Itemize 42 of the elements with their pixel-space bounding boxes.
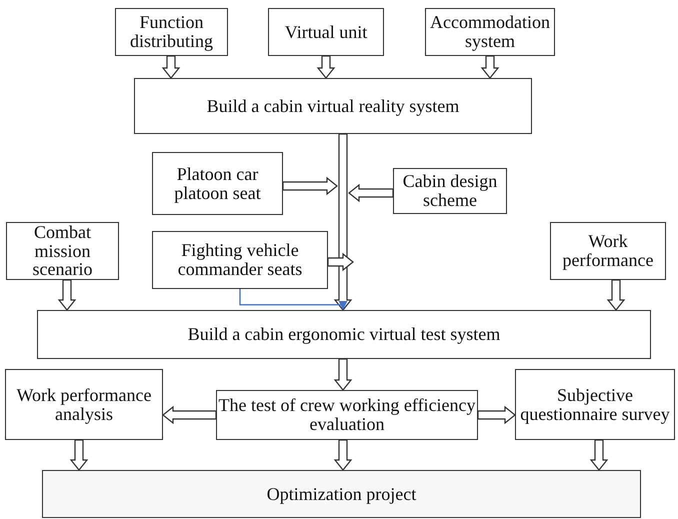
box-label: Build a cabin virtual reality system <box>206 96 460 116</box>
block-arrow <box>334 358 352 391</box>
box-label: Accommodation system <box>429 13 551 51</box>
process-box <box>6 222 119 280</box>
box-label: Subjective questionnaire survey <box>519 386 671 424</box>
box-label: Fighting vehicle commander seats <box>176 241 304 279</box>
process-box <box>393 168 507 214</box>
block-arrow <box>348 184 394 202</box>
block-arrow <box>477 406 516 424</box>
box-label: Optimization project <box>266 484 416 504</box>
block-arrow <box>316 55 336 79</box>
box-label: Work performance analysis <box>16 386 152 424</box>
box-label: Virtual unit <box>284 22 368 42</box>
block-arrow <box>590 439 608 471</box>
process-box <box>42 470 641 518</box>
process-box <box>115 8 228 56</box>
process-box <box>550 222 666 280</box>
block-arrow <box>282 176 338 196</box>
block-arrow <box>334 439 352 471</box>
box-label: The test of crew working efficiency evaluation <box>217 396 477 434</box>
box-label: Combat mission scenario <box>32 222 94 280</box>
process-box <box>134 78 532 134</box>
process-box <box>5 369 163 440</box>
box-label: Platoon car platoon seat <box>173 164 262 202</box>
process-box <box>216 390 478 440</box>
box-label: Build a cabin ergonomic virtual test system <box>188 325 500 344</box>
process-box <box>152 231 328 289</box>
box-label: Work performance <box>562 232 654 270</box>
block-arrow <box>162 406 217 424</box>
box-label: Cabin design scheme <box>402 172 498 210</box>
block-arrow <box>70 439 88 471</box>
process-box <box>152 152 283 215</box>
process-box <box>515 369 675 440</box>
block-arrow <box>58 279 76 311</box>
arrow <box>239 289 348 310</box>
process-box <box>268 8 384 56</box>
block-arrow <box>162 55 180 79</box>
block-arrow <box>327 252 354 272</box>
box-label: Function distributing <box>128 13 214 51</box>
block-arrow <box>480 55 500 79</box>
process-box <box>37 310 651 359</box>
block-arrow <box>606 279 626 311</box>
